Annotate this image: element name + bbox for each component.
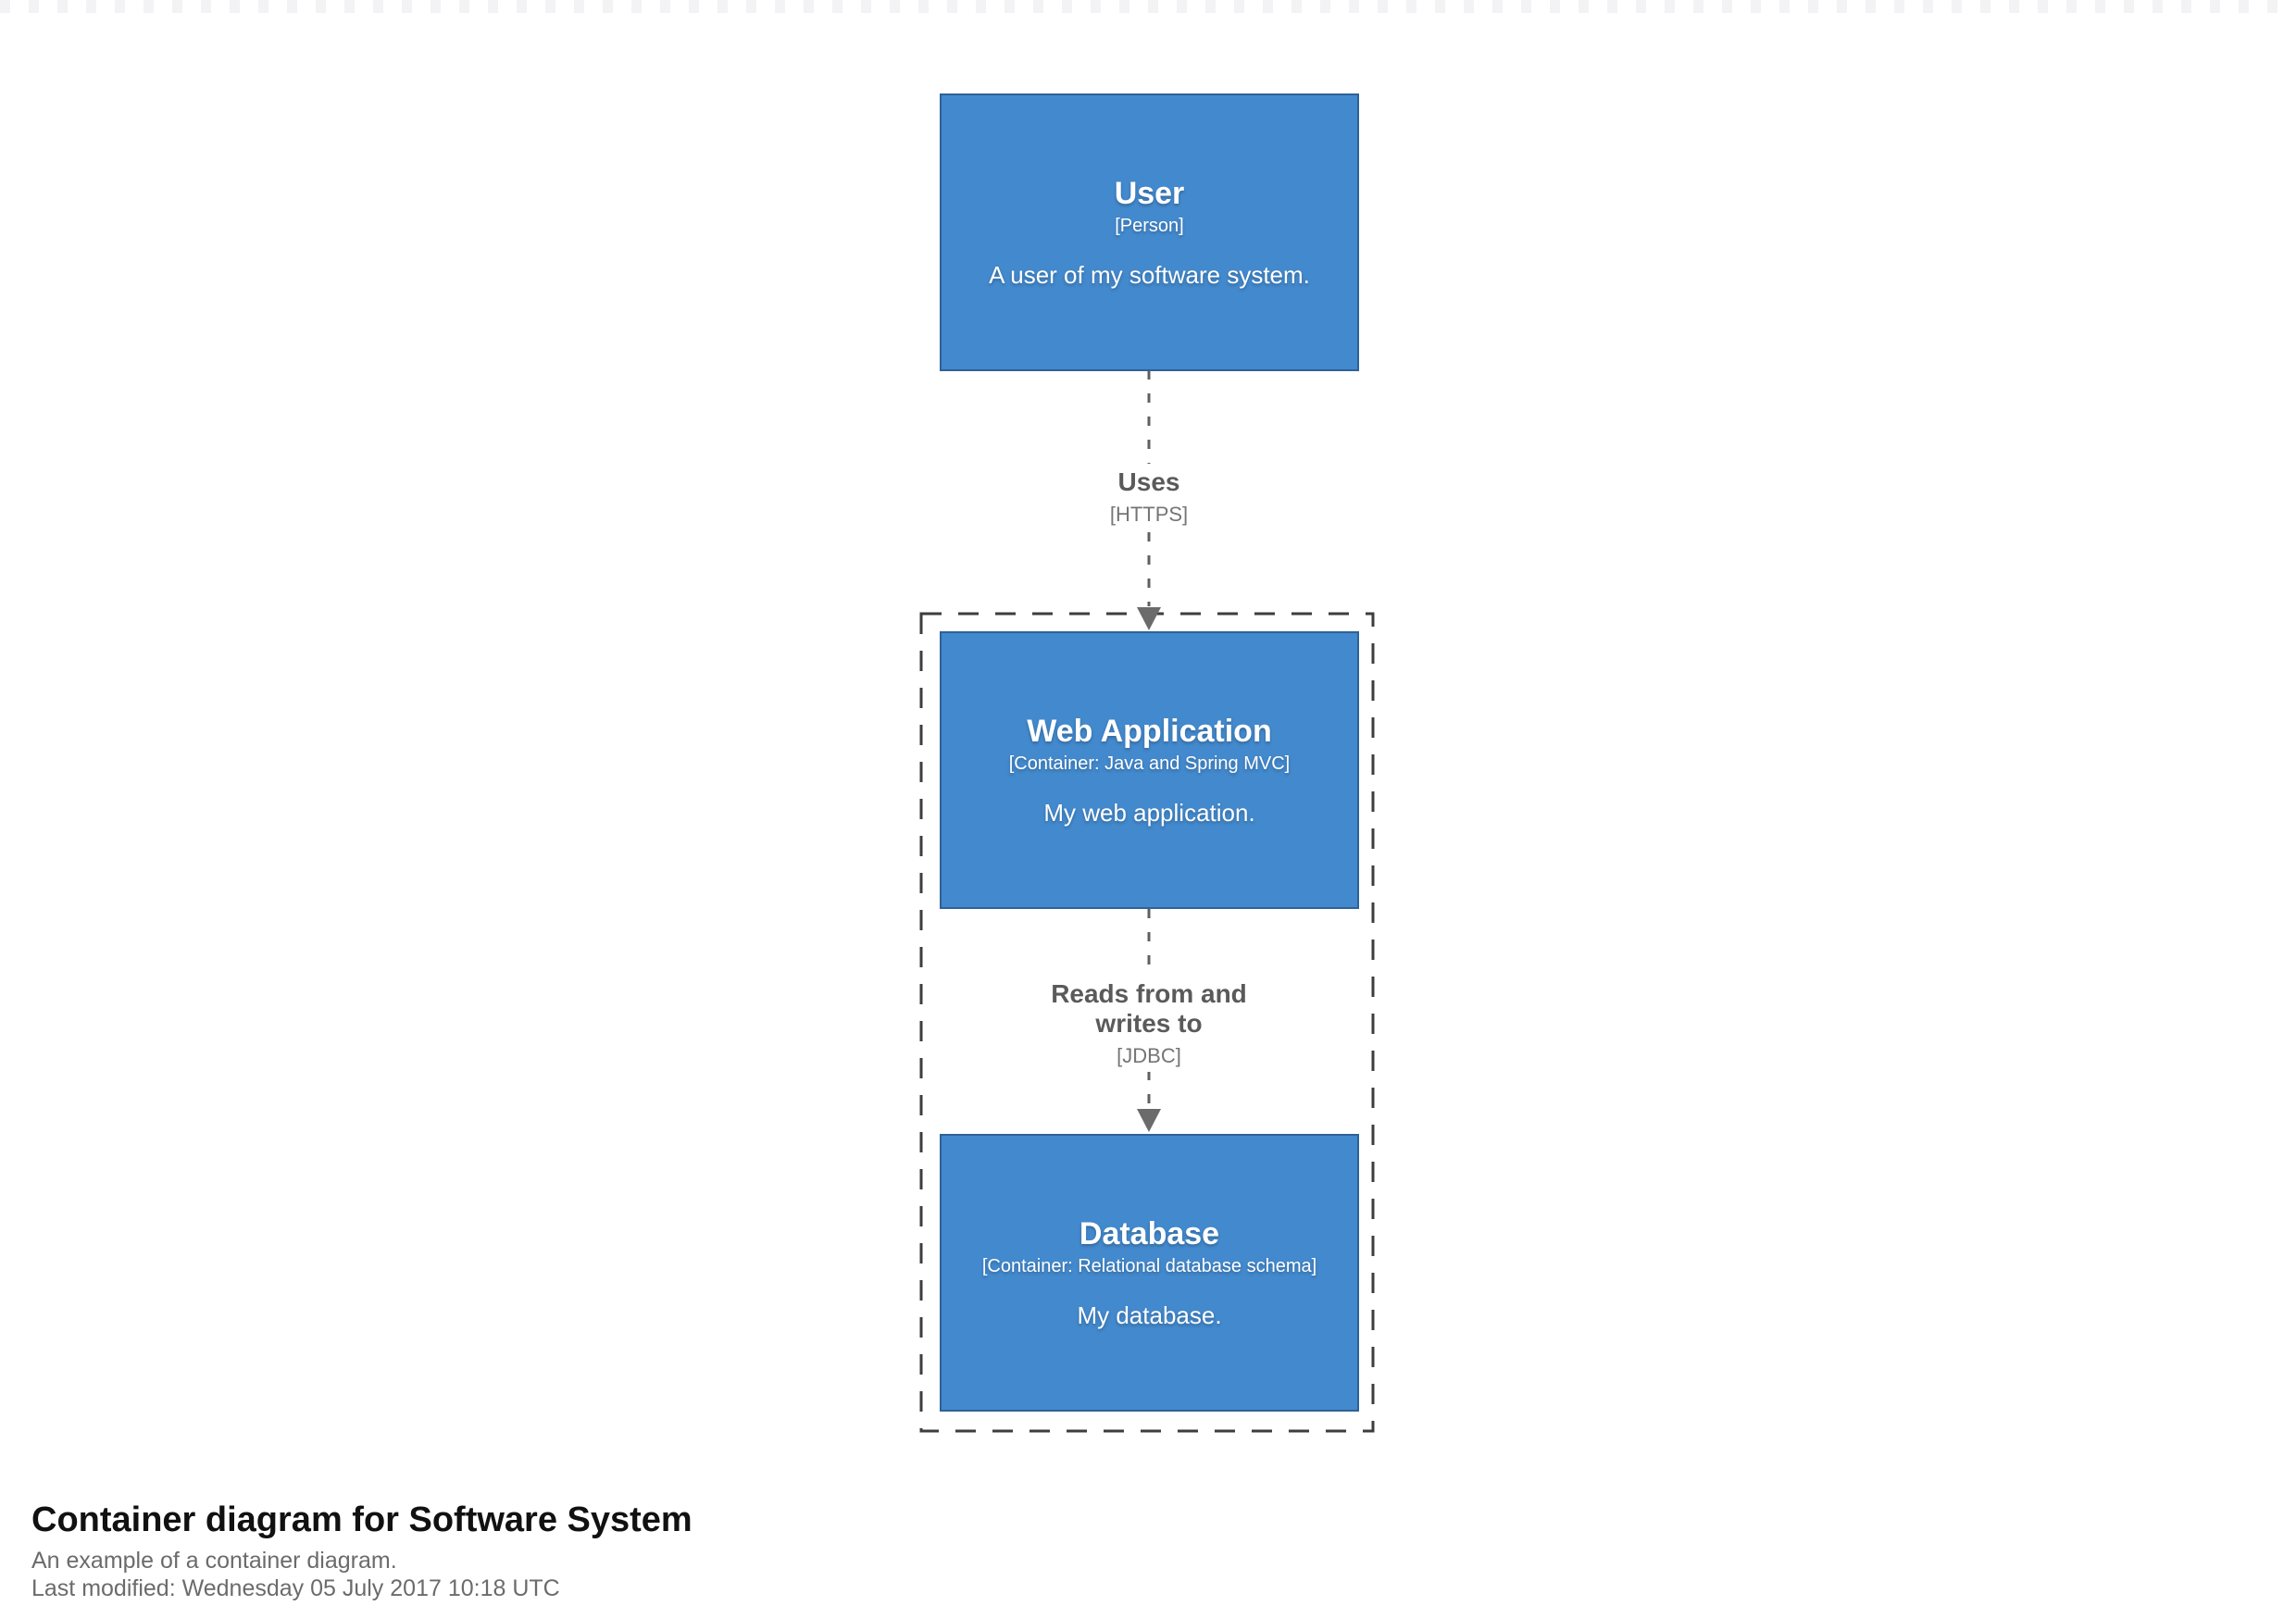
diagram-last-modified: Last modified: Wednesday 05 July 2017 10… bbox=[31, 1575, 560, 1601]
node-description: A user of my software system. bbox=[989, 261, 1310, 290]
node-web-application[interactable]: Web Application [Container: Java and Spr… bbox=[940, 631, 1359, 909]
node-meta: [Container: Java and Spring MVC] bbox=[1008, 753, 1291, 775]
node-title: Database bbox=[1079, 1215, 1220, 1251]
relationship-technology: [JDBC] bbox=[1117, 1044, 1181, 1068]
arrowhead-down-icon bbox=[1137, 1109, 1161, 1132]
relationship-technology: [HTTPS] bbox=[1109, 503, 1189, 527]
node-meta: [Person] bbox=[1115, 216, 1184, 237]
node-meta: [Container: Relational database schema] bbox=[981, 1256, 1317, 1277]
relationship-name: Uses bbox=[1117, 467, 1180, 496]
relationship-label-uses[interactable]: Uses [HTTPS] bbox=[1100, 464, 1198, 531]
node-user[interactable]: User [Person] A user of my software syst… bbox=[940, 93, 1359, 371]
diagram-subtitle: An example of a container diagram. bbox=[31, 1548, 397, 1574]
node-description: My web application. bbox=[1043, 799, 1255, 828]
node-database[interactable]: Database [Container: Relational database… bbox=[940, 1134, 1359, 1412]
node-title: Web Application bbox=[1027, 713, 1272, 749]
relationship-name: Reads from and writes to bbox=[1051, 979, 1247, 1039]
diagram-footer: Container diagram for Software System An… bbox=[31, 1500, 693, 1602]
page-boundary-dashes bbox=[0, 0, 2296, 13]
relationship-label-reads-writes[interactable]: Reads from and writes to [JDBC] bbox=[1033, 976, 1265, 1073]
node-description: My database. bbox=[1077, 1301, 1222, 1330]
node-title: User bbox=[1114, 175, 1185, 211]
arrowhead-down-icon bbox=[1137, 607, 1161, 630]
diagram-title: Container diagram for Software System bbox=[31, 1500, 693, 1539]
